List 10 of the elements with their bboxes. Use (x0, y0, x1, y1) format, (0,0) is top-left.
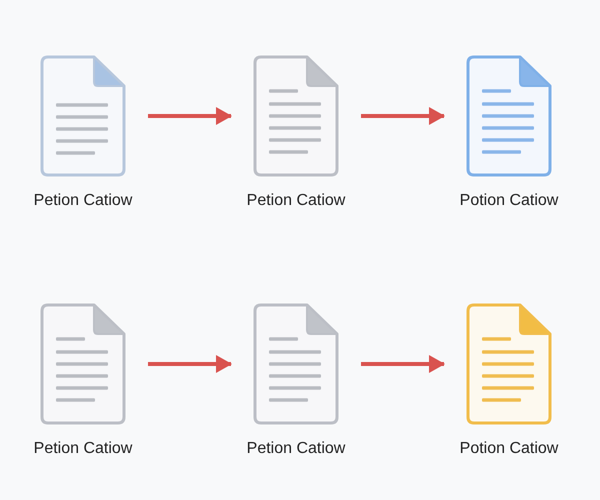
document-caption: Potion Catiow (460, 191, 558, 210)
document-caption: Petion Catiow (34, 439, 132, 458)
document-caption: Petion Catiow (34, 191, 132, 210)
arrow (148, 355, 232, 373)
document-caption: Petion Catiow (246, 191, 346, 210)
arrow (361, 355, 445, 373)
arrow (361, 107, 445, 125)
arrow (148, 107, 232, 125)
document-caption: Petion Catiow (246, 439, 346, 458)
document-caption: Potion Catiow (460, 439, 558, 458)
